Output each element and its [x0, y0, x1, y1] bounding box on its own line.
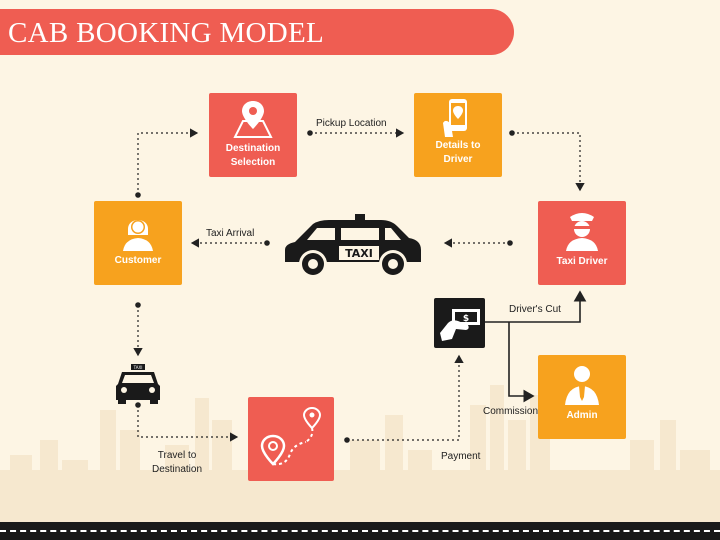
edge-drivers-cut [485, 290, 587, 323]
taxi-front-icon: TAXI [116, 364, 160, 404]
taxi-driver-label: Taxi Driver [556, 256, 608, 267]
destination-selection-node: Destination Selection [209, 93, 297, 177]
page-title: CAB BOOKING MODEL [8, 17, 325, 49]
admin-node: Admin [538, 355, 626, 439]
edge-label-taxi-arrival: Taxi Arrival [206, 228, 255, 239]
edge-label-commission: Commission [483, 406, 539, 417]
smartphone-pin-icon [443, 99, 467, 137]
cash-node: $ [434, 298, 485, 348]
details-to-driver-node: Details to Driver [414, 93, 502, 177]
driver-icon [566, 213, 598, 251]
businessman-icon [565, 366, 599, 405]
woman-user-icon [123, 220, 153, 251]
edge-details-to-driver [512, 132, 585, 192]
travel-node [248, 397, 334, 481]
edge-commission [508, 322, 535, 403]
destination-selection-label: Destination Selection [225, 143, 281, 168]
customer-label: Customer [114, 255, 162, 266]
edge-customer-to-destination [137, 128, 199, 195]
road-dashed-line [0, 530, 720, 532]
taxi-driver-node: Taxi Driver [538, 201, 626, 285]
customer-node: Customer [94, 201, 182, 285]
edge-label-travel-to-destination: Travel to Destination [152, 450, 203, 475]
edge-label-drivers-cut: Driver's Cut [509, 304, 561, 315]
edge-label-pickup-location: Pickup Location [316, 118, 387, 129]
taxi-car-icon: TAXI [285, 214, 421, 278]
edge-payment [347, 354, 464, 441]
small-taxi-sign: TAXI [133, 365, 143, 370]
admin-label: Admin [566, 410, 598, 421]
details-to-driver-label: Details to Driver [435, 140, 481, 165]
route-pins-icon [260, 406, 322, 466]
hand-cash-icon: $ [440, 309, 480, 341]
title-banner: CAB BOOKING MODEL [0, 9, 514, 55]
edge-label-payment: Payment [441, 451, 481, 462]
taxi-car-sign: TAXI [345, 247, 373, 260]
edge-travel [137, 405, 239, 442]
svg-text:$: $ [463, 314, 469, 324]
map-pin-icon [233, 101, 273, 138]
